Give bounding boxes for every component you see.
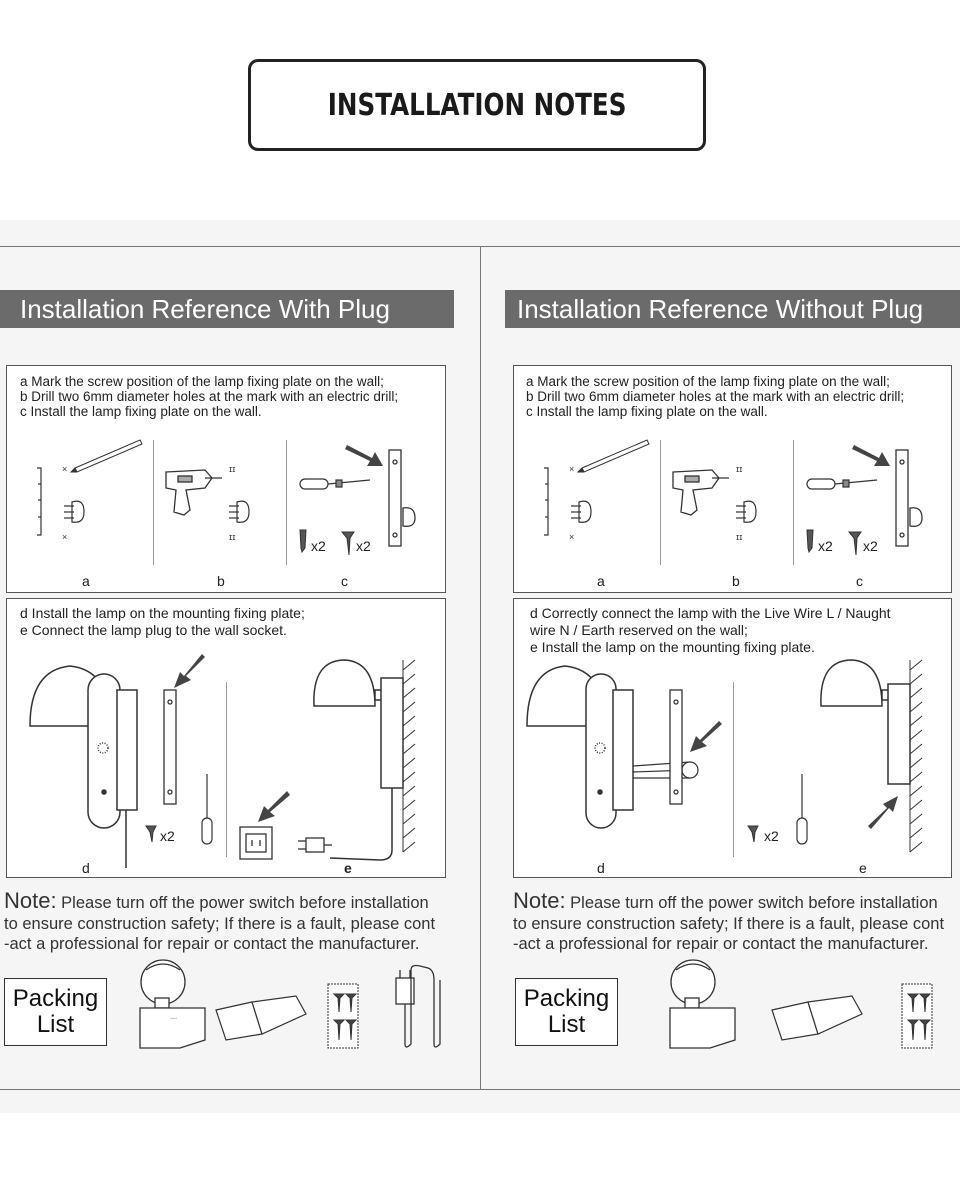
manual-booklet-icon <box>772 996 862 1040</box>
lamp-product-icon <box>670 960 735 1048</box>
screw-pack-icon <box>902 984 932 1048</box>
